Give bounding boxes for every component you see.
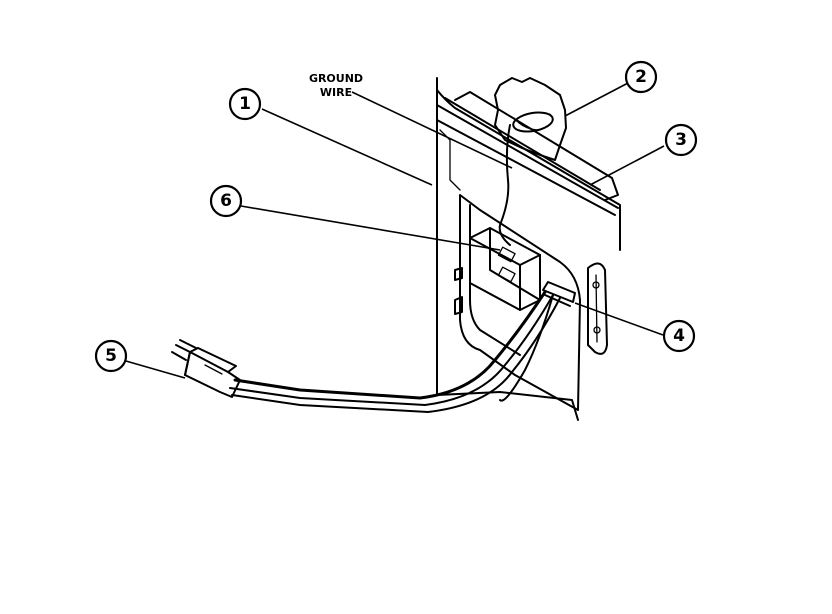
side-bracket <box>587 262 608 355</box>
cutaway-hole <box>494 77 567 161</box>
callout-2-number: 2 <box>635 67 647 87</box>
callout-4-number: 4 <box>673 326 685 346</box>
callout-3-number: 3 <box>675 130 687 150</box>
access-opening <box>459 194 581 411</box>
callout-3: 3 <box>664 123 698 157</box>
top-cover <box>444 91 619 201</box>
callout-5: 5 <box>94 339 128 373</box>
strain-relief <box>542 281 576 307</box>
callout-1: 1 <box>228 87 262 121</box>
callout-6-number: 6 <box>220 191 232 211</box>
ground-wire-label-line2: WIRE <box>320 86 352 99</box>
callout-1-number: 1 <box>239 94 251 114</box>
power-cord <box>229 290 561 413</box>
callout-5-number: 5 <box>105 346 117 366</box>
callout-6: 6 <box>209 184 243 218</box>
power-plug <box>171 339 241 398</box>
ground-wire-label-line1: GROUND <box>309 72 363 85</box>
callout-2: 2 <box>624 60 658 94</box>
leader-lines <box>125 82 665 379</box>
callout-4: 4 <box>662 319 696 353</box>
ground-wire-label: GROUND WIRE <box>309 72 363 99</box>
